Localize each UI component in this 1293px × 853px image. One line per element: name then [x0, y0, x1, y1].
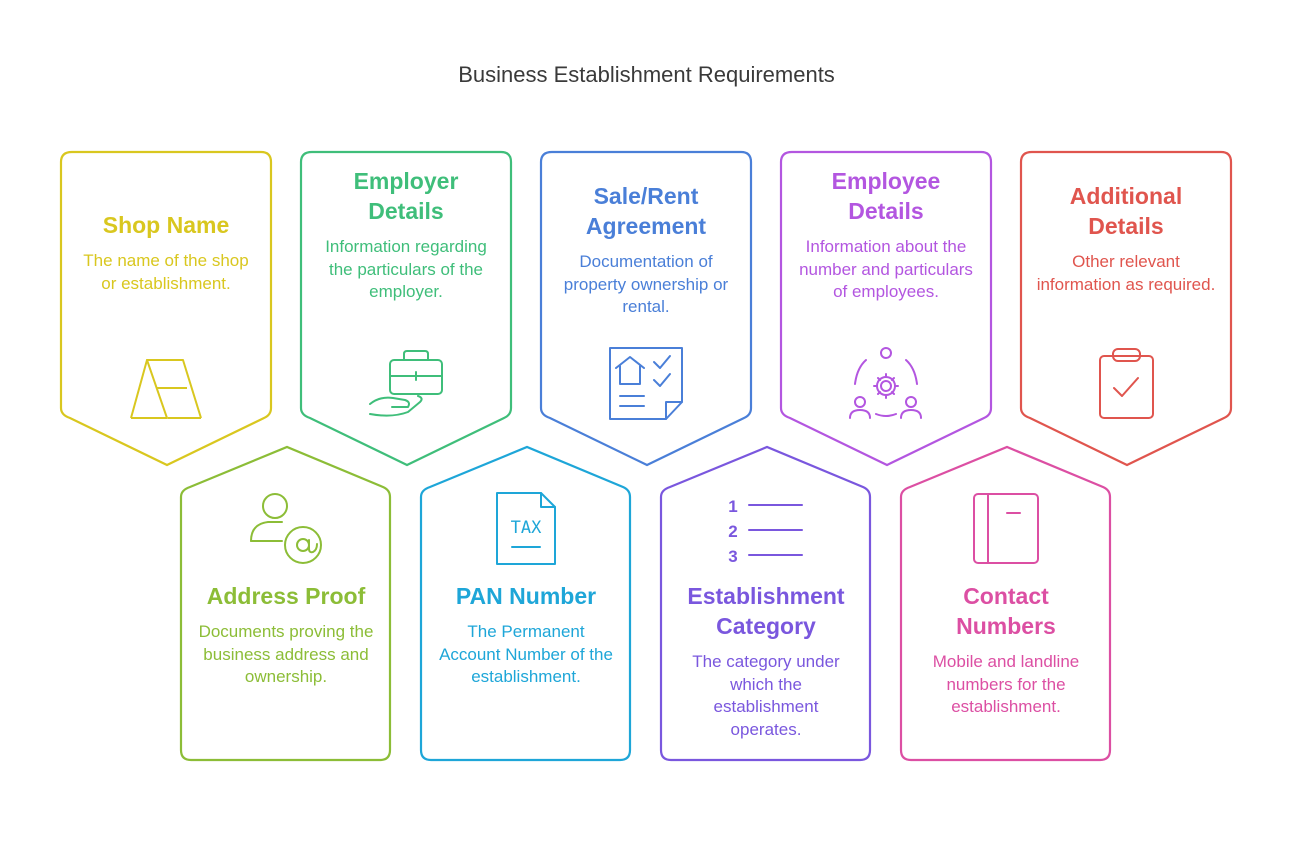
- card-desc: The Permanent Account Number of the esta…: [439, 622, 613, 686]
- card-title: Additional Details: [1069, 183, 1183, 239]
- card-shop-name-text: Shop Name The name of the shop or establ…: [76, 210, 256, 295]
- card-title: Contact Numbers: [956, 583, 1056, 639]
- briefcase-hand-icon: [369, 350, 443, 417]
- card-address-proof: [179, 445, 392, 762]
- card-desc: Information regarding the particulars of…: [325, 237, 487, 301]
- card-title: Employee Details: [831, 168, 941, 224]
- card-sale-rent-agreement: [539, 150, 753, 467]
- card-employer-details: [299, 150, 513, 467]
- card-title: Address Proof: [206, 583, 366, 609]
- card-additional-details-text: Additional Details Other relevant inform…: [1036, 181, 1216, 296]
- contact-book-icon: [973, 493, 1039, 564]
- tax-document-icon: [496, 492, 556, 565]
- card-address-proof-text: Address Proof Documents proving the busi…: [196, 581, 376, 689]
- sandwich-board-icon: [130, 359, 202, 419]
- card-title: Shop Name: [102, 212, 230, 238]
- card-contact-numbers: [899, 445, 1112, 762]
- card-desc: The category under which the establishme…: [692, 652, 840, 739]
- list-number-3: 3: [728, 547, 737, 566]
- card-title: Sale/Rent Agreement: [585, 183, 707, 239]
- list-number-2: 2: [728, 522, 737, 541]
- card-employee-details: [779, 150, 993, 467]
- card-employee-details-text: Employee Details Information about the n…: [796, 166, 976, 304]
- card-pan-number: [419, 445, 632, 762]
- page-title: Business Establishment Requirements: [458, 62, 835, 87]
- card-title: PAN Number: [455, 583, 597, 609]
- list-number-1: 1: [728, 497, 737, 516]
- user-at-icon: [250, 493, 322, 564]
- card-desc: Other relevant information as required.: [1036, 252, 1216, 294]
- card-contact-numbers-text: Contact Numbers Mobile and landline numb…: [916, 581, 1096, 719]
- card-establishment-category: [659, 445, 872, 762]
- card-desc: Documents proving the business address a…: [198, 622, 374, 686]
- card-desc: Information about the number and particu…: [799, 237, 973, 301]
- card-desc: Documentation of property ownership or r…: [563, 252, 729, 316]
- property-document-icon: [609, 347, 683, 420]
- card-desc: The name of the shop or establishment.: [83, 251, 249, 293]
- tax-label: TAX: [511, 518, 542, 538]
- card-pan-number-text: PAN Number The Permanent Account Number …: [436, 581, 616, 689]
- card-employer-details-text: Employer Details Information regarding t…: [316, 166, 496, 304]
- card-additional-details: [1019, 150, 1233, 467]
- card-title: Establishment Category: [687, 583, 845, 639]
- card-establishment-category-text: Establishment Category The category unde…: [676, 581, 856, 741]
- card-sale-rent-agreement-text: Sale/Rent Agreement Documentation of pro…: [556, 181, 736, 319]
- card-title: Employer Details: [353, 168, 459, 224]
- card-shop-name: [59, 150, 273, 467]
- numbered-list-icon: [748, 504, 803, 556]
- clipboard-check-icon: [1099, 348, 1154, 419]
- card-desc: Mobile and landline numbers for the esta…: [932, 652, 1080, 716]
- team-gear-icon: [849, 347, 922, 419]
